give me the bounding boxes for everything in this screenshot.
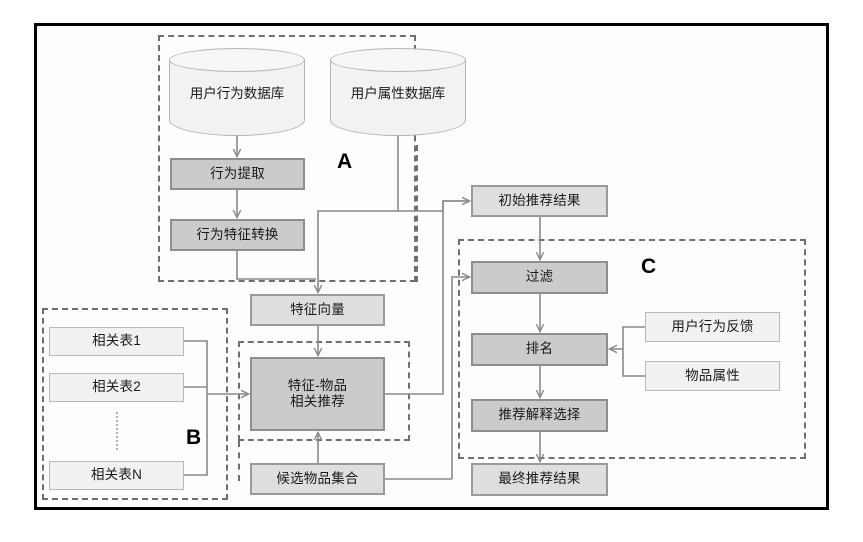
node-ranking[interactable]: 排名: [471, 333, 608, 366]
region-b: [42, 308, 228, 500]
node-label: 物品属性: [685, 367, 740, 383]
node-label: 排名: [525, 341, 554, 357]
node-label: 特征向量: [290, 301, 345, 317]
node-behavior-extraction[interactable]: 行为提取: [170, 158, 305, 190]
db-cylinder-top: [169, 48, 305, 72]
db-user-behavior-label: 用户行为数据库: [189, 86, 285, 101]
node-related-table-2[interactable]: 相关表2: [49, 373, 184, 402]
region-c-tag: C: [641, 255, 657, 278]
node-related-table-1[interactable]: 相关表1: [49, 327, 184, 356]
node-label: 最终推荐结果: [498, 471, 581, 487]
node-label: 相关表N: [90, 467, 143, 483]
node-related-table-n[interactable]: 相关表N: [49, 461, 184, 490]
node-initial-recommend-result[interactable]: 初始推荐结果: [471, 185, 608, 217]
node-feature-item-recommend[interactable]: 特征-物品 相关推荐: [250, 357, 385, 431]
region-attribute-branch: [408, 145, 418, 282]
region-candidate-channel: [238, 441, 410, 481]
node-label: 相关表1: [92, 333, 141, 349]
node-user-behavior-feedback[interactable]: 用户行为反馈: [645, 312, 780, 342]
region-a-tag: A: [337, 150, 353, 173]
db-user-attribute: 用户属性数据库: [330, 48, 466, 136]
node-label: 候选物品集合: [276, 470, 359, 486]
node-label: 推荐解释选择: [498, 407, 581, 423]
node-label: 行为提取: [210, 165, 265, 181]
node-feature-vector[interactable]: 特征向量: [250, 294, 385, 326]
region-a: [158, 35, 416, 282]
node-filter[interactable]: 过滤: [471, 261, 608, 294]
db-cylinder-top: [330, 48, 466, 72]
node-label: 相关表2: [92, 379, 141, 395]
node-label: 初始推荐结果: [498, 192, 581, 208]
node-label: 用户行为反馈: [671, 318, 754, 334]
node-label: 行为特征转换: [196, 226, 279, 242]
node-recommend-explanation-select[interactable]: 推荐解释选择: [471, 399, 608, 432]
node-label: 过滤: [525, 269, 554, 285]
db-user-behavior: 用户行为数据库: [169, 48, 305, 136]
db-user-attribute-label: 用户属性数据库: [350, 86, 446, 101]
node-final-recommend-result[interactable]: 最终推荐结果: [471, 463, 608, 496]
node-candidate-item-set[interactable]: 候选物品集合: [250, 463, 385, 495]
node-label: 特征-物品 相关推荐: [287, 377, 348, 409]
region-b-tag: B: [186, 426, 202, 449]
node-behavior-feature-transform[interactable]: 行为特征转换: [170, 219, 305, 251]
node-item-attribute[interactable]: 物品属性: [645, 361, 780, 391]
ellipsis-dots: [116, 412, 118, 450]
